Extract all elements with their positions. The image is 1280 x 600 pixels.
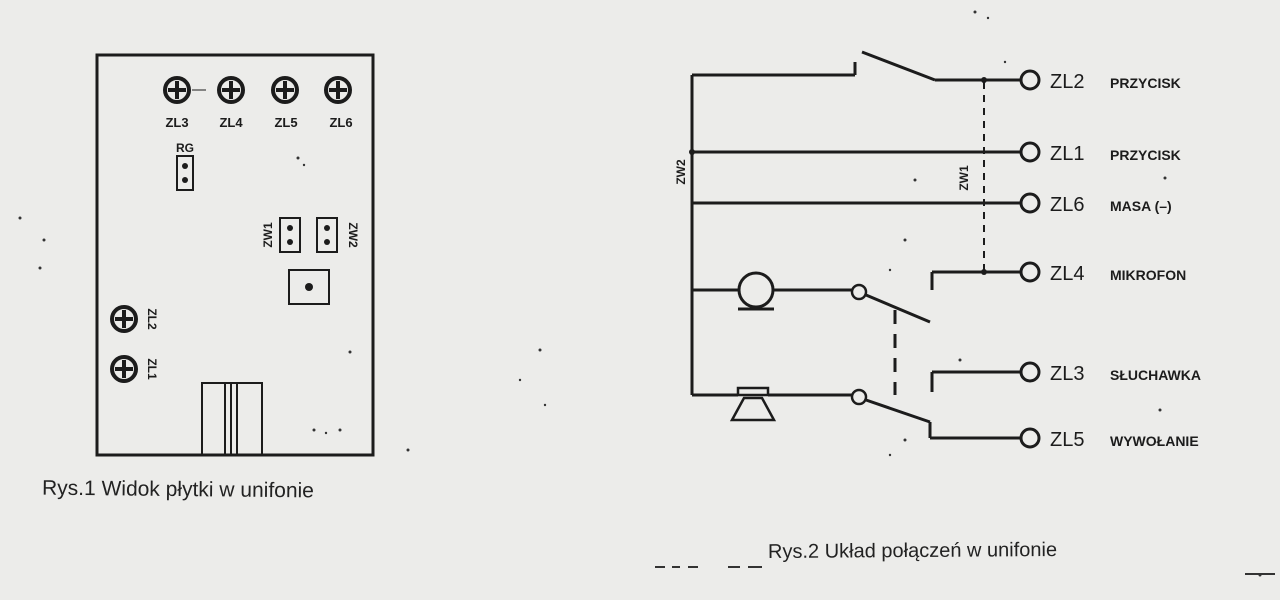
label-zl1: ZL1	[145, 358, 159, 380]
terminal-zl3	[163, 76, 191, 104]
bottom-connector	[201, 382, 263, 456]
jumper-zw1	[279, 217, 301, 253]
junction-dot	[981, 77, 987, 83]
pcb-view	[18, 10, 1262, 577]
terminal-circle-zl1	[1019, 141, 1041, 163]
terminal-id-zl1: ZL1	[1050, 143, 1084, 165]
terminal-zl5	[271, 76, 299, 104]
terminal-zl2	[110, 305, 138, 333]
figure-1-caption: Rys.1 Widok płytki w unifonie	[41, 476, 315, 503]
label-zw2-wiring: ZW2	[674, 159, 688, 185]
label-zl4: ZL4	[219, 115, 243, 130]
label-zw1: ZW1	[261, 222, 275, 248]
pushbutton-switch-blade	[861, 50, 936, 82]
junction-dot	[689, 149, 695, 155]
terminal-id-zl4: ZL4	[1050, 263, 1084, 285]
terminal-function-zl1: PRZYCISK	[1110, 147, 1181, 163]
label-zl3: ZL3	[165, 115, 188, 130]
label-rg: RG	[176, 141, 194, 155]
scan-noise	[655, 566, 1275, 575]
terminal-zl6	[324, 76, 352, 104]
switch-pivot	[850, 388, 868, 406]
terminal-circle-zl2	[1019, 69, 1041, 91]
terminal-circle-zl4	[1019, 261, 1041, 283]
terminal-zl4	[217, 76, 245, 104]
terminal-id-zl2: ZL2	[1050, 71, 1084, 93]
terminal-function-zl6: MASA (–)	[1110, 198, 1172, 214]
terminal-function-zl3: SŁUCHAWKA	[1110, 367, 1201, 383]
pcb-labels: ZL3 ZL4 ZL5 ZL6 RG ZW1 ZW2 ZL2 ZL1	[145, 115, 360, 380]
terminal-function-zl4: MIKROFON	[1110, 267, 1186, 283]
push-button-component	[288, 269, 330, 305]
microphone-symbol	[737, 271, 775, 311]
terminal-circle-zl3	[1019, 361, 1041, 383]
label-zw2: ZW2	[346, 222, 360, 248]
terminal-id-zl3: ZL3	[1050, 363, 1084, 385]
figure-2-caption: Rys.2 Układ połączeń w unifonie	[767, 538, 1058, 564]
terminal-circle-zl6	[1019, 192, 1041, 214]
jumper-zw2	[316, 217, 338, 253]
scan-noise	[18, 10, 1262, 577]
earpiece-speaker-symbol	[729, 386, 777, 422]
junction-dot	[981, 269, 987, 275]
terminal-id-zl6: ZL6	[1050, 194, 1084, 216]
wiring-diagram	[689, 50, 1167, 457]
terminal-function-zl5: WYWOŁANIE	[1110, 433, 1199, 449]
terminal-circle-zl5	[1019, 427, 1041, 449]
jumper-rg	[176, 155, 194, 191]
label-zl5: ZL5	[274, 115, 297, 130]
label-zw1-wiring: ZW1	[957, 165, 971, 191]
scan-noise	[888, 60, 1167, 457]
wiring-labels: ZW2 ZW1 ZL2 PRZYCISK ZL1 PRZYCISK ZL6 MA…	[674, 71, 1201, 451]
hook-switch-blade-upper	[865, 293, 931, 324]
label-zl2: ZL2	[145, 308, 159, 330]
terminal-function-zl2: PRZYCISK	[1110, 75, 1181, 91]
terminal-zl1	[110, 355, 138, 383]
label-zl6: ZL6	[329, 115, 352, 130]
terminal-id-zl5: ZL5	[1050, 429, 1084, 451]
hook-switch-blade-lower	[865, 398, 931, 424]
switch-pivot	[850, 283, 868, 301]
